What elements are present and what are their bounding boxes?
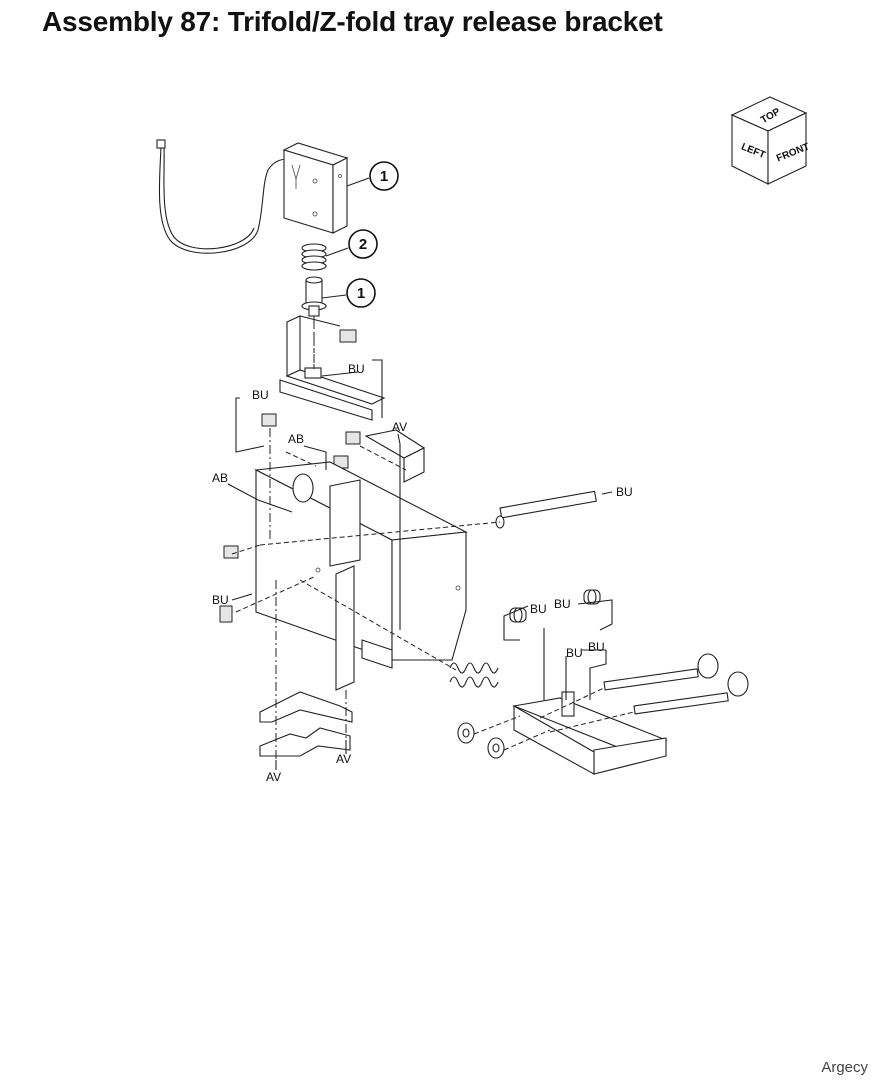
- label-av: AV: [266, 770, 281, 784]
- callout-2: 2: [325, 229, 378, 259]
- label-av: AV: [336, 752, 351, 766]
- label-ab: AB: [212, 471, 228, 485]
- roller: [457, 722, 475, 744]
- clip: [219, 605, 233, 623]
- svg-text:2: 2: [359, 236, 367, 253]
- clip: [223, 545, 239, 559]
- tension-spring: [449, 662, 499, 688]
- callout-1-top: 1: [346, 161, 399, 191]
- callout-1-bottom: 1: [321, 278, 376, 308]
- plunger: [301, 276, 327, 317]
- lower-bracket-1: [259, 691, 353, 723]
- page-title: Assembly 87: Trifold/Z-fold tray release…: [42, 6, 663, 37]
- label-bu: BU: [348, 362, 365, 376]
- long-shaft: [495, 490, 597, 529]
- orientation-cube: TOP LEFT FRONT: [730, 96, 811, 185]
- label-ab: AB: [288, 432, 304, 446]
- label-bu: BU: [212, 593, 229, 607]
- watermark: Argecy: [821, 1059, 868, 1076]
- label-bu: BU: [554, 597, 571, 611]
- svg-text:1: 1: [357, 285, 365, 302]
- spring: [301, 243, 327, 271]
- label-bu: BU: [616, 485, 633, 499]
- main-frame: [254, 461, 468, 691]
- small-bracket: [364, 429, 426, 483]
- solenoid: [156, 139, 349, 254]
- label-bu: BU: [252, 388, 269, 402]
- roller: [727, 671, 749, 697]
- guide-lines: [231, 320, 635, 760]
- clip: [261, 413, 277, 427]
- roller: [487, 737, 505, 759]
- roller: [697, 653, 719, 679]
- lower-tray: [511, 691, 669, 775]
- label-brackets: [227, 359, 613, 770]
- label-bu: BU: [566, 646, 583, 660]
- label-bu: BU: [530, 602, 547, 616]
- label-bu: BU: [588, 640, 605, 654]
- roller: [583, 589, 601, 605]
- lower-bracket-2: [259, 727, 351, 757]
- svg-text:1: 1: [380, 168, 388, 185]
- clip: [345, 431, 361, 445]
- short-shaft: [603, 668, 699, 691]
- upper-bracket: [279, 315, 386, 421]
- short-shaft: [633, 692, 729, 715]
- label-av: AV: [392, 420, 407, 434]
